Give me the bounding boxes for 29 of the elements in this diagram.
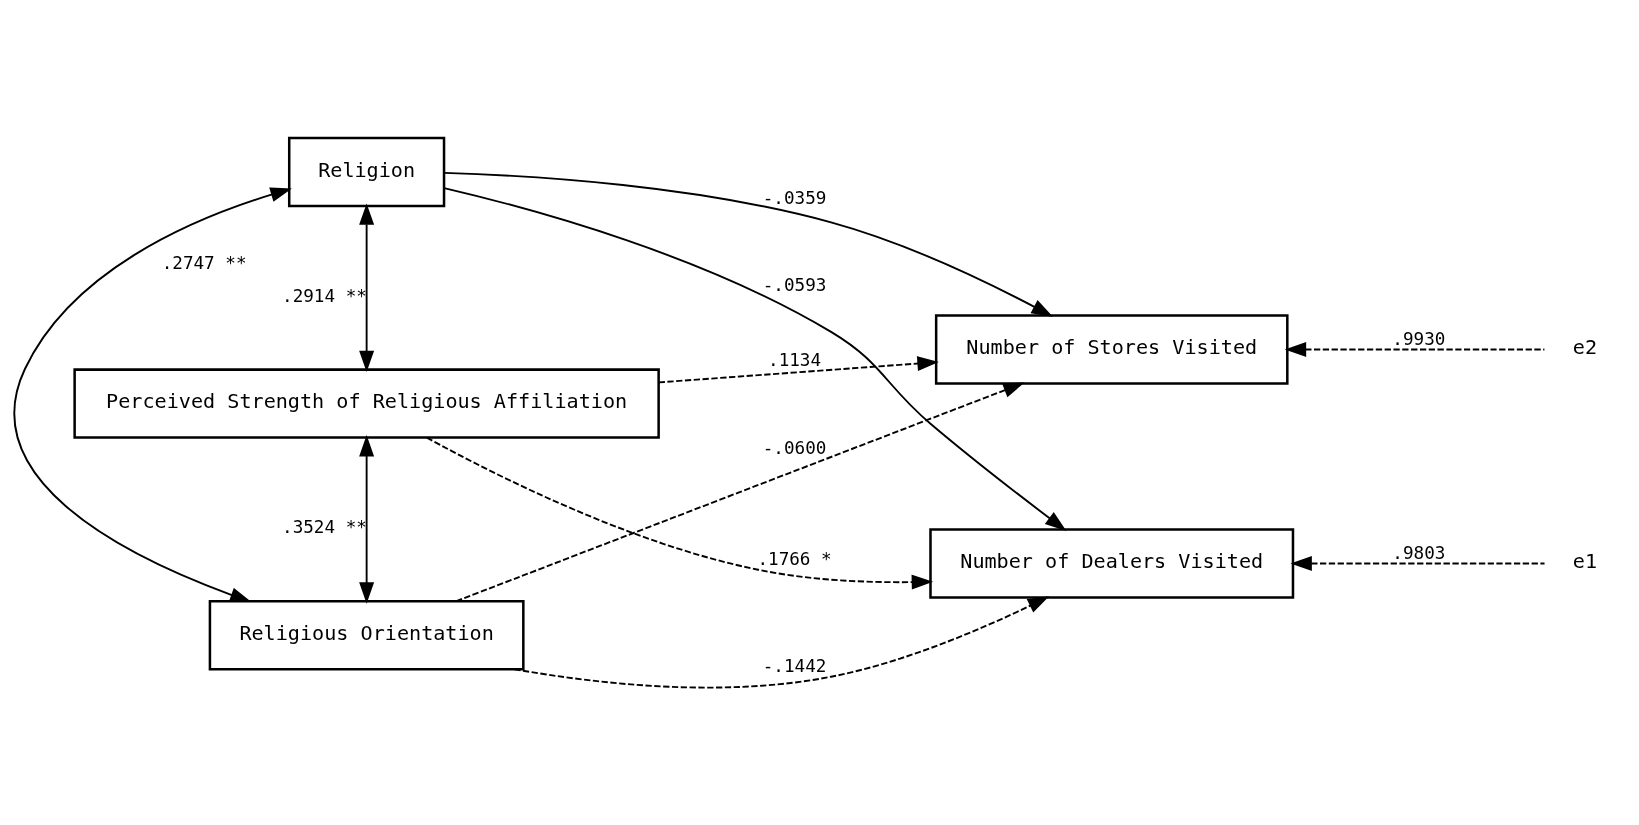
arrow: [359, 434, 375, 604]
edge-label: -.0600: [762, 437, 827, 458]
edge-label: .1766 *: [757, 548, 832, 569]
node-text: e2: [1572, 334, 1598, 359]
node-box: Religious Orientation: [208, 599, 525, 670]
edge-label: .2914 **: [282, 285, 367, 306]
arrow: [425, 436, 934, 590]
arrow: [1290, 555, 1546, 571]
edge-label: .9803: [1392, 542, 1446, 563]
edge-label: .1134: [768, 349, 822, 370]
arrow: [1284, 341, 1546, 357]
node-box: Number of Dealers Visited: [929, 527, 1295, 599]
arrow: [13, 186, 292, 602]
edge-label: -.0593: [762, 274, 827, 295]
arrow: [455, 382, 1025, 602]
edge-label: -.1442: [762, 655, 827, 676]
edge-label: .9930: [1392, 328, 1446, 349]
node-box: Number of Stores Visited: [934, 313, 1289, 385]
node-text: e1: [1572, 548, 1598, 573]
arrow: [443, 186, 1067, 531]
edge-label: .3524 **: [282, 516, 367, 537]
edge-label: .2747 **: [161, 252, 247, 273]
arrow: [443, 171, 1053, 317]
edge-label: -.0359: [762, 187, 827, 208]
node-box: Religion: [287, 136, 446, 207]
arrow: [657, 355, 939, 383]
arrow: [513, 595, 1050, 688]
node-box: Perceived Strength of Religious Affiliation: [73, 367, 660, 439]
arrow: [359, 202, 375, 372]
